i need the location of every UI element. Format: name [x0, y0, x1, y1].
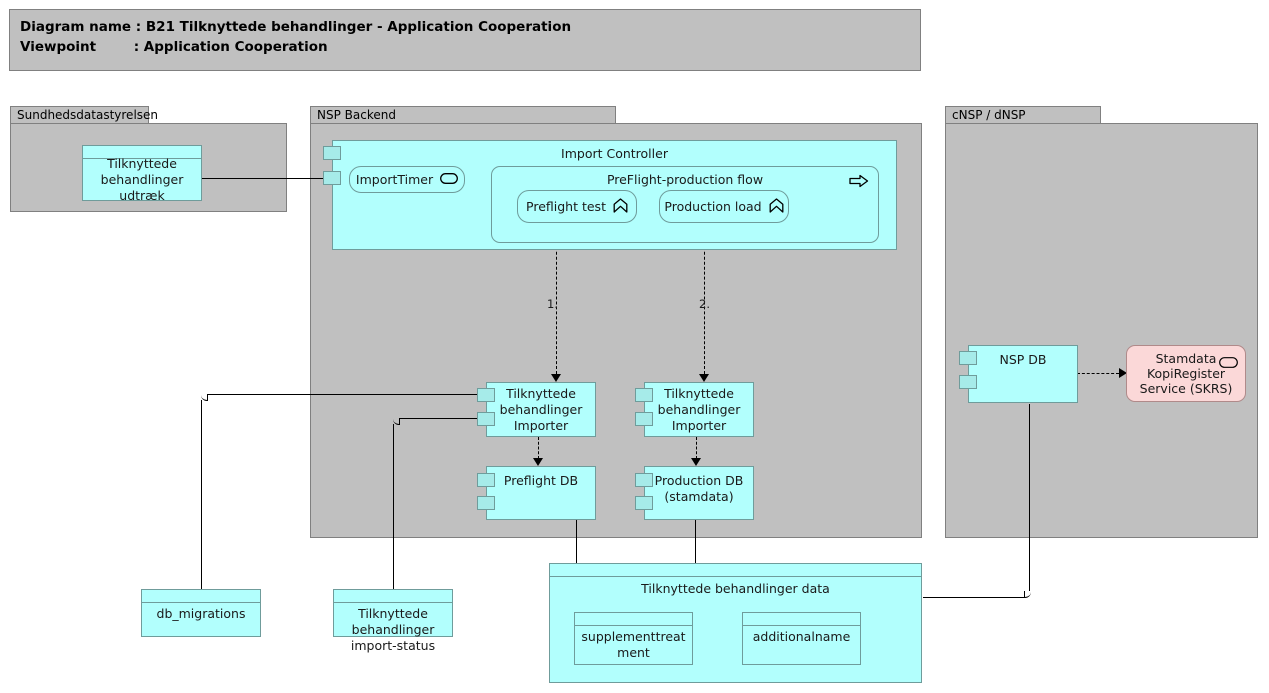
node-nsp-db-port-bottom [959, 375, 977, 389]
node-production-load[interactable]: Production load [659, 190, 789, 223]
node-skrs-label: Stamdata KopiRegister Service (SKRS) [1139, 351, 1233, 396]
connector-preflight-test-to-importer-left [556, 222, 557, 374]
diagram-name-line: Diagram name : B21 Tilknyttede behandlin… [20, 19, 572, 35]
node-preflight-production-flow-label: PreFlight-production flow [606, 172, 764, 187]
connector-db-migrations-corner [201, 394, 208, 401]
node-db-migrations-label: db_migrations [156, 606, 246, 621]
node-nsp-db-port-top [959, 351, 977, 365]
node-preflight-test-label: Preflight test [526, 199, 606, 214]
node-preflight-test[interactable]: Preflight test [517, 190, 637, 223]
connector-importer-right-to-production-db [696, 437, 697, 459]
connector-production-load-arrowhead [699, 374, 709, 382]
node-import-timer[interactable]: ImportTimer [349, 166, 465, 193]
node-importer-left[interactable]: Tilknyttede behandlinger Importer [486, 382, 596, 437]
node-udtraek-label: Tilknyttede behandlinger udtræk [100, 155, 184, 203]
viewpoint-line: Viewpoint : Application Cooperation [20, 39, 328, 55]
connector-preflight-db-to-data [576, 519, 577, 563]
connector-import-status-horizontal [399, 418, 486, 419]
node-importer-right-port-bottom [635, 412, 653, 426]
node-production-load-label: Production load [664, 199, 762, 214]
node-db-migrations[interactable]: db_migrations [141, 589, 261, 637]
connector-nsp-db-horizontal [923, 597, 1024, 598]
connector-udtraek-to-import-controller [202, 178, 328, 179]
node-skrs[interactable]: Stamdata KopiRegister Service (SKRS) [1126, 345, 1246, 402]
application-function-icon [613, 197, 628, 216]
connector-nsp-db-vertical [1029, 404, 1030, 591]
node-preflight-db-port-bottom [477, 496, 495, 510]
node-behandlinger-data-label: Tilknyttede behandlinger data [641, 581, 830, 596]
connector-db-migrations-horizontal [207, 394, 486, 395]
node-importer-left-port-top [477, 388, 495, 402]
node-supplementtreatment-strip [575, 613, 692, 626]
connector-preflight-test-arrowhead [551, 374, 561, 382]
application-service-icon [1219, 353, 1238, 372]
group-sundhedsdatastyrelsen-label: Sundhedsdatastyrelsen [17, 108, 159, 122]
group-cnsp-dnsp[interactable]: cNSP / dNSP [945, 106, 1258, 538]
node-importer-right[interactable]: Tilknyttede behandlinger Importer [644, 382, 754, 437]
node-db-migrations-strip [142, 590, 260, 603]
diagram-title-banner: Diagram name : B21 Tilknyttede behandlin… [9, 9, 921, 71]
node-importer-right-label: Tilknyttede behandlinger Importer [657, 385, 741, 433]
node-udtraek-strip [83, 146, 201, 159]
node-production-db-label: Production DB (stamdata) [654, 473, 744, 504]
group-sundhedsdatastyrelsen-tab: Sundhedsdatastyrelsen [10, 106, 158, 124]
node-importer-left-port-bottom [477, 412, 495, 426]
connector-importer-left-to-preflight-db [538, 437, 539, 459]
node-import-status-strip [334, 590, 452, 603]
connector-production-load-to-importer-right [704, 222, 705, 374]
node-import-status[interactable]: Tilknyttede behandlinger import-status [333, 589, 453, 653]
node-supplementtreatment-label: supplementtreatment [581, 629, 686, 660]
node-additionalname-strip [743, 613, 860, 626]
connector-label-seq2: 2. [699, 297, 710, 311]
node-additionalname-label: additionalname [752, 629, 851, 644]
node-preflight-db-port-top [477, 473, 495, 487]
connector-nsp-db-corner [1024, 591, 1031, 598]
application-function-icon [769, 197, 784, 216]
node-import-timer-label: ImportTimer [355, 172, 434, 187]
application-service-icon [440, 172, 459, 187]
node-preflight-db[interactable]: Preflight DB [486, 466, 596, 520]
group-cnsp-dnsp-body [945, 123, 1258, 538]
node-import-controller-port-bottom [323, 171, 341, 185]
node-behandlinger-data-strip [550, 564, 921, 577]
connector-label-seq1: 1. [547, 297, 558, 311]
node-tilknyttede-behandlinger-udtraek[interactable]: Tilknyttede behandlinger udtræk [82, 145, 202, 203]
group-nsp-backend-tab: NSP Backend [310, 106, 616, 124]
node-import-controller-port-top [323, 146, 341, 160]
node-production-db[interactable]: Production DB (stamdata) [644, 466, 754, 520]
connector-db-migrations-vertical [201, 400, 202, 590]
connector-nsp-db-to-skrs [1077, 373, 1119, 374]
node-additionalname[interactable]: additionalname [742, 612, 861, 665]
node-importer-right-port-top [635, 388, 653, 402]
node-importer-left-label: Tilknyttede behandlinger Importer [499, 385, 583, 433]
connector-production-db-to-data [695, 519, 696, 563]
node-production-db-port-top [635, 473, 653, 487]
node-preflight-db-label: Preflight DB [503, 473, 579, 488]
group-nsp-backend-label: NSP Backend [317, 108, 396, 122]
node-import-status-label: Tilknyttede behandlinger import-status [350, 606, 436, 653]
node-nsp-db[interactable]: NSP DB [968, 345, 1078, 403]
node-import-controller-label: Import Controller [561, 146, 668, 161]
connector-production-db-arrowhead [691, 458, 701, 466]
connector-preflight-db-arrowhead [533, 458, 543, 466]
group-cnsp-dnsp-label: cNSP / dNSP [952, 108, 1026, 122]
node-supplementtreatment[interactable]: supplementtreatment [574, 612, 693, 665]
connector-import-status-corner [393, 418, 400, 425]
node-production-db-port-bottom [635, 496, 653, 510]
application-process-icon [849, 173, 869, 192]
connector-import-status-vertical [393, 424, 394, 590]
connector-skrs-arrowhead [1119, 368, 1127, 378]
node-nsp-db-label: NSP DB [999, 352, 1047, 367]
group-cnsp-dnsp-tab: cNSP / dNSP [945, 106, 1101, 124]
